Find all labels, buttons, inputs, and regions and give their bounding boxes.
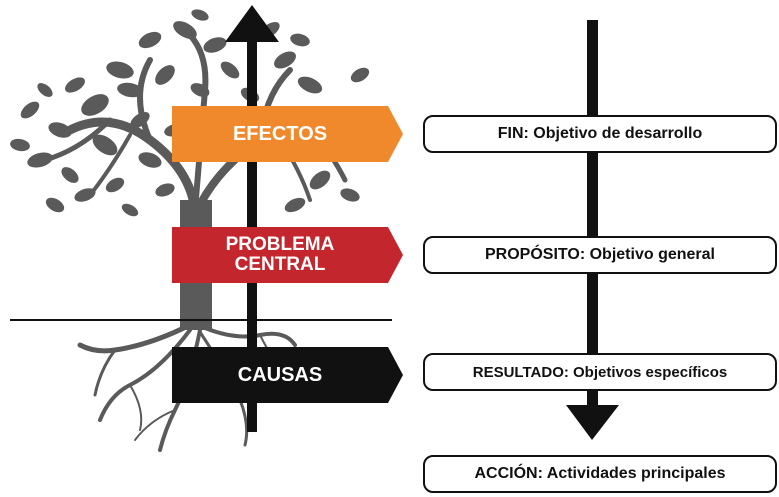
objective-box-fin: FIN: Objetivo de desarrollo: [423, 115, 777, 153]
objective-proposito-text: PROPÓSITO: Objetivo general: [485, 246, 715, 263]
problem-arrow: [172, 227, 403, 283]
objective-box-proposito: PROPÓSITO: Objetivo general: [423, 236, 777, 274]
objective-resultado-text: RESULTADO: Objetivos específicos: [472, 363, 728, 381]
objective-accion-text: ACCIÓN: Actividades principales: [474, 465, 726, 482]
effects-arrow: [172, 106, 403, 162]
causes-arrow: [172, 347, 403, 403]
downward-arrow: [566, 20, 619, 440]
objective-box-resultado: RESULTADO: Objetivos específicos: [423, 353, 777, 391]
objective-fin-text: FIN: Objetivo de desarrollo: [497, 125, 703, 142]
tree-roots: [77, 322, 297, 452]
objective-box-accion: ACCIÓN: Actividades principales: [423, 455, 777, 493]
